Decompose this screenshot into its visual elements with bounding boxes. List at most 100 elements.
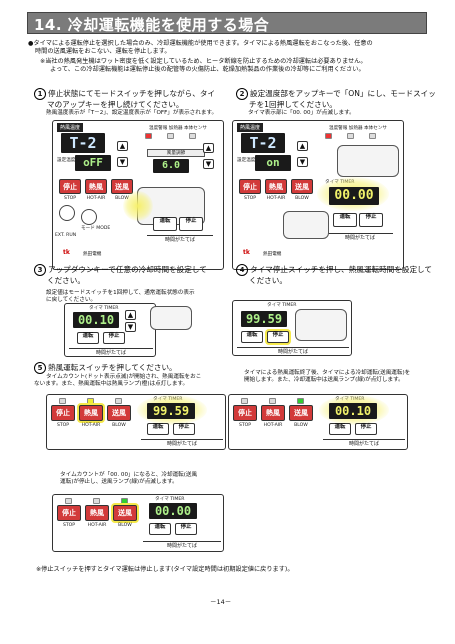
run-button[interactable]: 運転 (77, 332, 99, 344)
timer-stop-button[interactable]: 停止 (175, 523, 197, 535)
timer-bar: 時間がたてば (327, 233, 393, 241)
hot-air-button[interactable]: 熱風 (85, 505, 109, 521)
page-title: 14. 冷却運転機能を使用する場合 (27, 12, 427, 34)
run-label: 運転 (154, 524, 166, 530)
timer-bar: 時間がたてば (323, 439, 405, 447)
run-button[interactable]: 運転 (241, 331, 263, 343)
step-sub: 設定値はモードスイッチを1回押して、通常運転状態の表示 (46, 289, 195, 296)
set-temp-label: 設定温度 (57, 158, 76, 163)
run-label: 運転 (246, 332, 258, 338)
timer-stop-button[interactable]: 停止 (179, 217, 203, 231)
run-label: 運転 (339, 214, 351, 220)
timer-stop-button[interactable]: 停止 (103, 332, 125, 344)
timer-panel-4: タイマ TIMER 99.59 運転 停止 時間がたてば (232, 300, 352, 356)
timer-stop-button[interactable]: 停止 (267, 331, 289, 343)
step-number: 2 (236, 88, 248, 100)
temp-up-button[interactable]: ▲ (297, 141, 308, 151)
step-number: 1 (34, 88, 46, 100)
step-sub: タイムカウント(ドット表示点滅)が開始され、熱風運転をおこ (46, 374, 202, 380)
timer-panel-3: タイマ TIMER 00.10 ▲ ▼ 運転 停止 時間がたてば (64, 303, 156, 357)
intro-note: よって、この冷却運転機能は運転停止後の配管等の火傷防止、乾燥加熱製品の作業後の冷… (50, 66, 365, 74)
step-sub: タイマによる熱風運転終了後、タイマによる冷却運転(送風運転)を (244, 370, 411, 376)
ext-run-knob[interactable] (59, 205, 75, 221)
run-label: 運転 (152, 424, 164, 430)
stop-button[interactable]: 停止 (239, 179, 261, 194)
set-temp-label: 設定温度 (237, 158, 256, 163)
timer-label: タイマ TIMER (267, 303, 297, 308)
led (369, 133, 376, 139)
timer-stop-button[interactable]: 停止 (173, 423, 195, 435)
timer-bar: 時間がたてば (141, 439, 223, 447)
timer-label: タイマ TIMER (89, 306, 119, 311)
run-button[interactable]: 運転 (147, 423, 169, 435)
timer-up-button[interactable]: ▲ (125, 310, 136, 320)
timer-by-label: 時間がたてば (167, 441, 197, 447)
run-button[interactable]: 運転 (153, 217, 177, 231)
stop-en-label: STOP (62, 523, 76, 528)
led (65, 498, 72, 504)
brand-label: 熱田電機 (263, 252, 282, 257)
fan-up-button[interactable]: ▲ (203, 143, 214, 153)
blow-button[interactable]: 送風 (107, 405, 131, 421)
step-sub: 運転)が停止し、送風ランプ(緑)が点滅します。 (60, 479, 178, 485)
led (115, 398, 122, 404)
hand-illustration (283, 211, 329, 239)
page-title-text: 14. 冷却運転機能を使用する場合 (34, 16, 270, 34)
led (121, 498, 128, 504)
run-button[interactable]: 運転 (329, 423, 351, 435)
step-7: タイムカウントが「00. 00」になると、冷却運転(送風 運転)が停止し、送風ラ… (60, 472, 260, 486)
stop2-label: 停止 (108, 333, 120, 339)
timer-by-label: 時間がたてば (96, 350, 126, 356)
timer-by-label: 時間がたてば (165, 237, 195, 243)
timer-bar: 時間がたてば (69, 348, 153, 356)
timer-bar: 時間がたてば (143, 541, 221, 549)
control-panel-1: 熱風温度 温度警報 加熱器 本体センサ T-2 設定温度 oFF ▲ ▼ 風量調… (52, 120, 224, 270)
timer-display: 00.00 (329, 187, 379, 205)
timer-down-button[interactable]: ▼ (125, 322, 136, 332)
sensor-label: 温度警報 加熱器 本体センサ (328, 126, 388, 131)
blow-button[interactable]: 送風 (113, 505, 137, 521)
stop-button[interactable]: 停止 (57, 505, 81, 521)
timer-bar: 時間がたてば (147, 235, 213, 243)
step-number: 4 (236, 264, 248, 276)
blow-button[interactable]: 送風 (291, 179, 313, 194)
set-temp-display: oFF (75, 155, 111, 171)
temp-down-button[interactable]: ▼ (117, 157, 128, 167)
step-title: タイマ停止スイッチを押し、熱風運転時間を設定して (250, 265, 433, 274)
blow-button[interactable]: 送風 (289, 405, 313, 421)
timer-stop-button[interactable]: 停止 (355, 423, 377, 435)
stop-button[interactable]: 停止 (233, 405, 257, 421)
brand-logo: tk (243, 249, 250, 256)
timer-display: 99.59 (241, 311, 287, 327)
step-title: アップダウンキーで任意の冷却時間を設定して (48, 265, 207, 274)
timer-stop-button[interactable]: 停止 (359, 213, 383, 227)
stop-button[interactable]: 停止 (51, 405, 75, 421)
hot-air-button[interactable]: 熱風 (261, 405, 285, 421)
timer-by-label: 時間がたてば (349, 441, 379, 447)
run-button[interactable]: 運転 (333, 213, 357, 227)
hot-temp-display: T-2 (61, 133, 105, 153)
run-button[interactable]: 運転 (149, 523, 171, 535)
hot-air-button[interactable]: 熱風 (265, 179, 287, 194)
stop-button[interactable]: 停止 (59, 179, 81, 194)
hot-air-button[interactable]: 熱風 (79, 405, 103, 421)
led (325, 133, 332, 139)
temp-up-button[interactable]: ▲ (117, 141, 128, 151)
step-6: タイマによる熱風運転終了後、タイマによる冷却運転(送風運転)を 開始します。また… (244, 370, 444, 384)
fan-down-button[interactable]: ▼ (203, 159, 214, 169)
step-title-cont: ください。 (249, 276, 287, 285)
timer-label: タイマ TIMER (155, 497, 185, 502)
step-sub: タイマ表示部に「00. 00」が点滅します。 (248, 109, 355, 116)
step-sub: タイムカウントが「00. 00」になると、冷却運転(送風 (60, 472, 198, 478)
timer-bar: 時間がたてば (237, 347, 349, 355)
hot-air-button[interactable]: 熱風 (85, 179, 107, 194)
mode-knob[interactable] (81, 209, 97, 225)
blow-en-label: BLOW (115, 196, 129, 201)
stop2-label: 停止 (360, 424, 372, 430)
led (241, 398, 248, 404)
temp-down-button[interactable]: ▼ (297, 157, 308, 167)
hot-en-label: HOT-AIR (266, 196, 286, 201)
blow-button[interactable]: 送風 (111, 179, 133, 194)
stop2-label: 停止 (185, 218, 197, 224)
